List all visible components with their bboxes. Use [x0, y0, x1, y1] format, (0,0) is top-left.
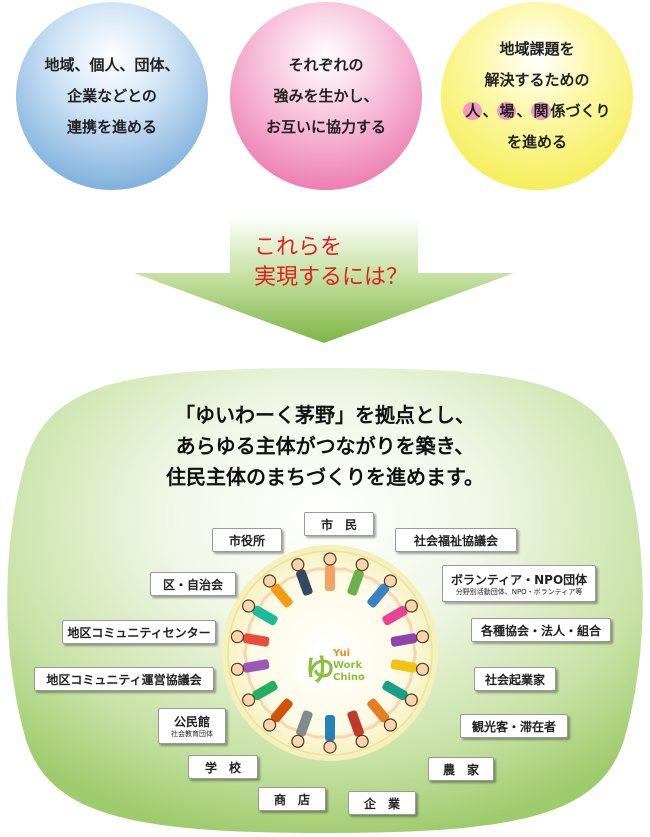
person-figure: [241, 680, 278, 709]
label-text: 区・自治会: [162, 577, 223, 592]
person-figure: [390, 623, 430, 654]
label-gakko: 学 校: [188, 755, 258, 779]
label-shiyakusho: 市役所: [212, 528, 282, 552]
goal-text: 連携を進める: [66, 117, 157, 136]
goal-text: 企業などとの: [67, 86, 157, 105]
label-text: 社会福祉協議会: [413, 533, 498, 548]
logo-text-yui: Yui: [332, 648, 350, 659]
label-shimin: 市 民: [304, 512, 374, 536]
highlight-char: 関: [531, 102, 551, 120]
goal-char: り: [595, 102, 611, 120]
logo-text-work: Work: [333, 660, 362, 671]
label-subtext: 社会教育団体: [171, 730, 213, 738]
person-figure: [382, 597, 419, 626]
person-figure: [230, 652, 270, 683]
hub-message: 「ゆいわーく茅野」を拠点とし、 あらゆる主体がつながりを築き、 住民主体のまちづ…: [110, 400, 540, 493]
person-figure: [367, 574, 398, 608]
label-text: 各種協会・法人・組合: [480, 623, 601, 638]
goal-char: く: [580, 102, 596, 120]
highlight-char: 人: [463, 102, 483, 120]
person-figure: [262, 574, 293, 608]
person-figure: [241, 597, 278, 626]
label-text: 地区コミュニティ運営協議会: [46, 672, 202, 687]
person-figure: [314, 552, 346, 591]
person-figure: [367, 698, 398, 732]
label-uneikyo: 地区コミュニティ運営協議会: [34, 667, 214, 691]
hub-message-line: 住民主体のまちづくりを進めます。: [166, 465, 484, 489]
label-shoten: 商 店: [258, 787, 326, 811]
label-volunteer: ボランティア・NPO団体 分野別活動団体、NPO・ボランティア等: [442, 565, 596, 602]
goal-text: 解決するための: [484, 71, 590, 89]
label-text: 市役所: [228, 533, 265, 548]
person-figure: [230, 623, 270, 654]
person-figure: [286, 710, 316, 748]
goal-char: 、: [516, 102, 532, 120]
person-figure: [262, 698, 293, 732]
goal-text: 地域、個人、団体、: [44, 55, 180, 74]
person-figure: [314, 715, 346, 754]
label-kyokai: 各種協会・法人・組合: [471, 618, 611, 642]
goal-char: づ: [565, 102, 581, 120]
people-ring: ゆ Yui Work Chino: [222, 545, 438, 761]
label-text: 企 業: [363, 796, 400, 811]
ring-outline: [227, 550, 433, 756]
person-figure: [286, 558, 316, 596]
label-text: 公民館: [173, 715, 210, 729]
goal-char: 、: [482, 102, 498, 120]
arrow-caption-line: これらを: [254, 235, 343, 260]
highlight-char: 場: [497, 102, 517, 120]
goal-circle-collaboration: 地域、個人、団体、 企業などとの 連携を進める: [16, 2, 208, 190]
label-kanko: 観光客・滞在者: [460, 714, 568, 738]
label-kigyo: 企 業: [348, 791, 416, 815]
down-arrow: [134, 215, 514, 343]
label-kominkan: 公民館 社会教育団体: [158, 708, 226, 744]
label-text: 商 店: [273, 792, 310, 807]
goal-circle-problem-solving: 地域課題を 解決するための 人、場、関係づくり を進める: [441, 2, 633, 190]
label-subtext: 分野別活動団体、NPO・ボランティア等: [455, 587, 583, 596]
goal-circle-cooperation: それぞれの 強みを生かし、 お互いに協力する: [230, 2, 422, 190]
label-text: 観光客・滞在者: [471, 719, 556, 734]
goal-char: 係: [550, 102, 566, 120]
label-text: 地区コミュニティセンター: [67, 625, 211, 640]
people-group: [230, 552, 430, 754]
label-kigyoka: 社会起業家: [474, 667, 556, 691]
goal-text: お互いに協力する: [265, 117, 386, 136]
arrow-caption-line: 実現するには？: [254, 265, 409, 290]
goal-text: それぞれの: [288, 55, 364, 74]
yui-work-chino-logo: ゆ Yui Work Chino: [296, 647, 365, 689]
goal-text: 地域課題を: [499, 40, 575, 58]
person-figure: [382, 680, 419, 709]
label-text: 学 校: [204, 760, 241, 775]
person-figure: [390, 652, 430, 683]
arrow-caption: これらを 実現するには？: [254, 233, 408, 293]
logo-text-chino: Chino: [333, 672, 365, 683]
label-text: 市 民: [320, 517, 357, 532]
goal-text: 強みを生かし、: [273, 86, 379, 105]
label-center: 地区コミュニティセンター: [62, 620, 216, 644]
goal-text: を進める: [506, 133, 567, 151]
label-text: 農 家: [442, 762, 479, 777]
hub-message-line: 「ゆいわーく茅野」を拠点とし、: [175, 403, 475, 427]
person-figure: [344, 710, 374, 748]
person-figure: [344, 558, 374, 596]
hub-message-line: あらゆる主体がつながりを築き、: [175, 434, 475, 458]
goal-text-highlighted: 人、場、関係づくり: [463, 96, 611, 127]
logo-mark: ゆ: [305, 653, 335, 688]
label-shakyo: 社会福祉協議会: [395, 528, 517, 552]
label-noka: 農 家: [428, 757, 494, 781]
label-ku: 区・自治会: [150, 572, 236, 596]
label-text: 社会起業家: [484, 672, 545, 687]
label-text: ボランティア・NPO団体: [450, 572, 588, 587]
